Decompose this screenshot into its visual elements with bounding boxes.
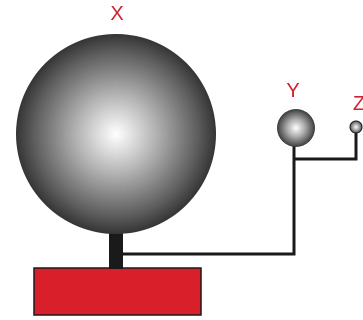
label-x: X bbox=[110, 3, 123, 25]
sphere-x bbox=[16, 34, 216, 234]
wire-branch-z bbox=[294, 133, 358, 161]
sphere-z bbox=[349, 120, 363, 134]
label-y: Y bbox=[286, 80, 299, 102]
label-z: Z bbox=[353, 93, 363, 115]
base-block bbox=[33, 267, 202, 316]
sphere-y bbox=[277, 109, 315, 147]
